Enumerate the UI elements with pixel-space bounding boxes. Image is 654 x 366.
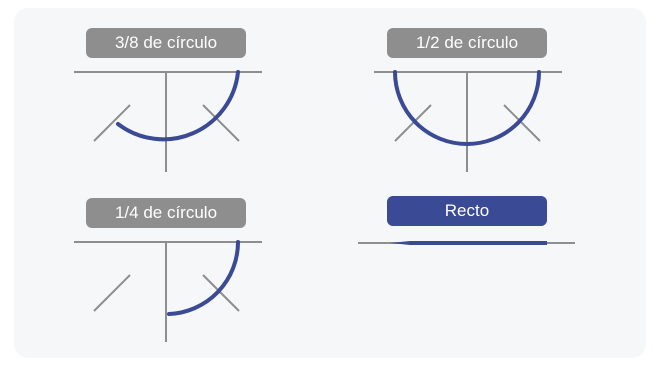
diagonal-right-line (202, 104, 240, 142)
diagram-three-eighths-circle (74, 70, 262, 172)
label-quarter-circle: 1/4 de círculo (86, 198, 246, 228)
needle-curvature-panel (14, 8, 646, 358)
needle-quarter-circle (167, 240, 241, 316)
diagonal-right-line (202, 274, 240, 312)
diagram-quarter-circle (74, 240, 262, 342)
diagonal-left-line (93, 274, 131, 312)
needle-three-eighths (116, 70, 240, 142)
diagonal-left-line (93, 104, 131, 142)
needle-half-circle (393, 70, 541, 146)
label-straight: Recto (387, 196, 547, 226)
label-three-eighths-circle: 3/8 de círculo (86, 28, 246, 58)
diagram-straight (358, 241, 575, 245)
label-half-circle: 1/2 de círculo (387, 28, 547, 58)
needle-straight (390, 241, 547, 245)
diagram-half-circle (374, 70, 562, 172)
diagonal-left-line (394, 104, 432, 142)
diagonal-right-line (503, 104, 541, 142)
